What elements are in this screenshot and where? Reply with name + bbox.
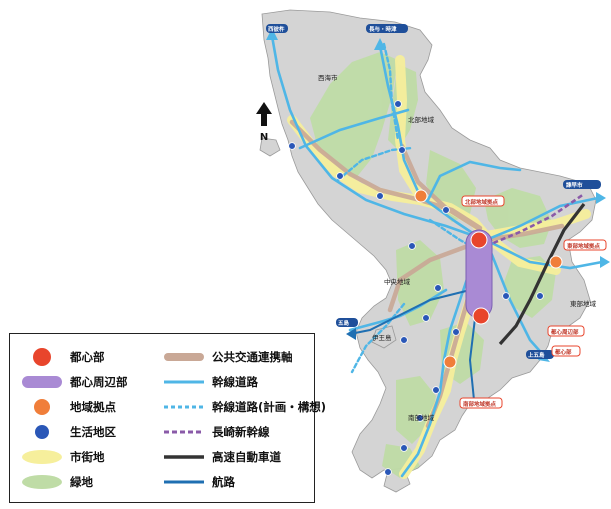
box-north-hub: 北部地域拠点 bbox=[461, 195, 505, 207]
legend-symbol-shuhenbu bbox=[20, 371, 64, 393]
legend-label: 公共交通連携軸 bbox=[212, 350, 293, 364]
legend-label: 緑地 bbox=[70, 475, 93, 489]
regional-hub-markers bbox=[414, 189, 563, 369]
svg-text:西彼杵: 西彼杵 bbox=[268, 25, 285, 33]
legend-label: 市街地 bbox=[70, 450, 105, 464]
svg-text:東部地域拠点: 東部地域拠点 bbox=[567, 242, 601, 250]
north-arrow-icon bbox=[256, 102, 272, 126]
legend-symbol-kokyo bbox=[162, 346, 206, 368]
legend-item-shinkansen: 長崎新幹線 bbox=[162, 421, 270, 443]
svg-text:五島: 五島 bbox=[338, 319, 350, 327]
legend-symbol-kansen-keikaku bbox=[162, 396, 206, 418]
svg-text:諫早市: 諫早市 bbox=[566, 181, 583, 189]
legend-symbol-koro bbox=[162, 471, 206, 493]
region-label-south: 南部地域 bbox=[408, 413, 435, 422]
legend-label: 都心周辺部 bbox=[70, 375, 128, 389]
legend-symbol-kosoku bbox=[162, 446, 206, 468]
region-label-central: 中央地域 bbox=[384, 277, 411, 286]
legend-item-toshinbu: 都心部 bbox=[20, 346, 105, 368]
box-south-hub: 南部地域拠点 bbox=[459, 397, 503, 409]
svg-text:北部地域拠点: 北部地域拠点 bbox=[465, 198, 499, 206]
legend-label: 都心部 bbox=[70, 350, 105, 364]
svg-text:都心部: 都心部 bbox=[554, 348, 572, 356]
legend-item-koro: 航路 bbox=[162, 471, 235, 493]
legend-item-ryokuchi: 緑地 bbox=[20, 471, 93, 493]
region-label-north: 北部地域 bbox=[408, 115, 435, 124]
svg-text:都心周辺部: 都心周辺部 bbox=[550, 328, 579, 336]
svg-text:上五島: 上五島 bbox=[528, 351, 545, 359]
tag-bottom-mid: 上五島 bbox=[526, 350, 554, 359]
tag-top-mid: 長与・時津 bbox=[366, 24, 408, 33]
svg-text:南部地域拠点: 南部地域拠点 bbox=[463, 400, 497, 408]
legend-item-kansen-keikaku: 幹線道路(計画・構想) bbox=[162, 396, 326, 418]
map-legend: 都心部 都心周辺部 地域拠点 生活地区 市街地 緑地 公共交通連携軸 bbox=[9, 333, 326, 503]
legend-label: 幹線道路(計画・構想) bbox=[212, 400, 327, 414]
box-east-hub: 東部地域拠点 bbox=[563, 239, 607, 251]
box-toshin-shuhen: 都心周辺部 bbox=[547, 325, 585, 337]
region-label-iojima: 伊王島 bbox=[372, 333, 392, 342]
legend-label: 生活地区 bbox=[70, 425, 116, 439]
north-label: N bbox=[259, 132, 269, 143]
legend-label: 高速自動車道 bbox=[212, 450, 281, 464]
legend-symbol-ryokuchi bbox=[20, 471, 64, 493]
legend-item-shuhenbu: 都心周辺部 bbox=[20, 371, 128, 393]
legend-symbol-seikatsu bbox=[20, 421, 64, 443]
north-compass: N bbox=[252, 100, 276, 144]
tag-right-top: 諫早市 bbox=[563, 180, 601, 189]
living-district-markers bbox=[288, 100, 544, 476]
legend-label: 幹線道路 bbox=[212, 375, 258, 389]
shinkansen-line bbox=[485, 192, 585, 248]
box-toshin: 都心部 bbox=[551, 345, 581, 357]
legend-symbol-shigaichi bbox=[20, 446, 64, 468]
legend-item-seikatsu: 生活地区 bbox=[20, 421, 116, 443]
legend-label: 地域拠点 bbox=[70, 400, 116, 414]
expressway-line bbox=[498, 203, 586, 346]
legend-label: 航路 bbox=[212, 475, 235, 489]
sea-routes bbox=[349, 289, 477, 401]
region-label-east: 東部地域 bbox=[570, 299, 597, 308]
legend-label: 長崎新幹線 bbox=[212, 425, 270, 439]
legend-item-kokyo: 公共交通連携軸 bbox=[162, 346, 293, 368]
legend-symbol-chiikikyoten bbox=[20, 396, 64, 418]
legend-symbol-toshinbu bbox=[20, 346, 64, 368]
legend-symbol-shinkansen bbox=[162, 421, 206, 443]
toshinbu-markers bbox=[470, 231, 490, 325]
legend-symbol-kansen bbox=[162, 371, 206, 393]
tag-top-left: 西彼杵 bbox=[266, 24, 288, 33]
legend-item-shigaichi: 市街地 bbox=[20, 446, 105, 468]
region-label-saikai: 西海市 bbox=[318, 73, 338, 82]
legend-item-kosoku: 高速自動車道 bbox=[162, 446, 281, 468]
legend-item-kansen: 幹線道路 bbox=[162, 371, 258, 393]
svg-text:長与・時津: 長与・時津 bbox=[369, 25, 397, 33]
legend-item-chiikikyoten: 地域拠点 bbox=[20, 396, 116, 418]
tag-left-mid: 五島 bbox=[336, 318, 358, 327]
